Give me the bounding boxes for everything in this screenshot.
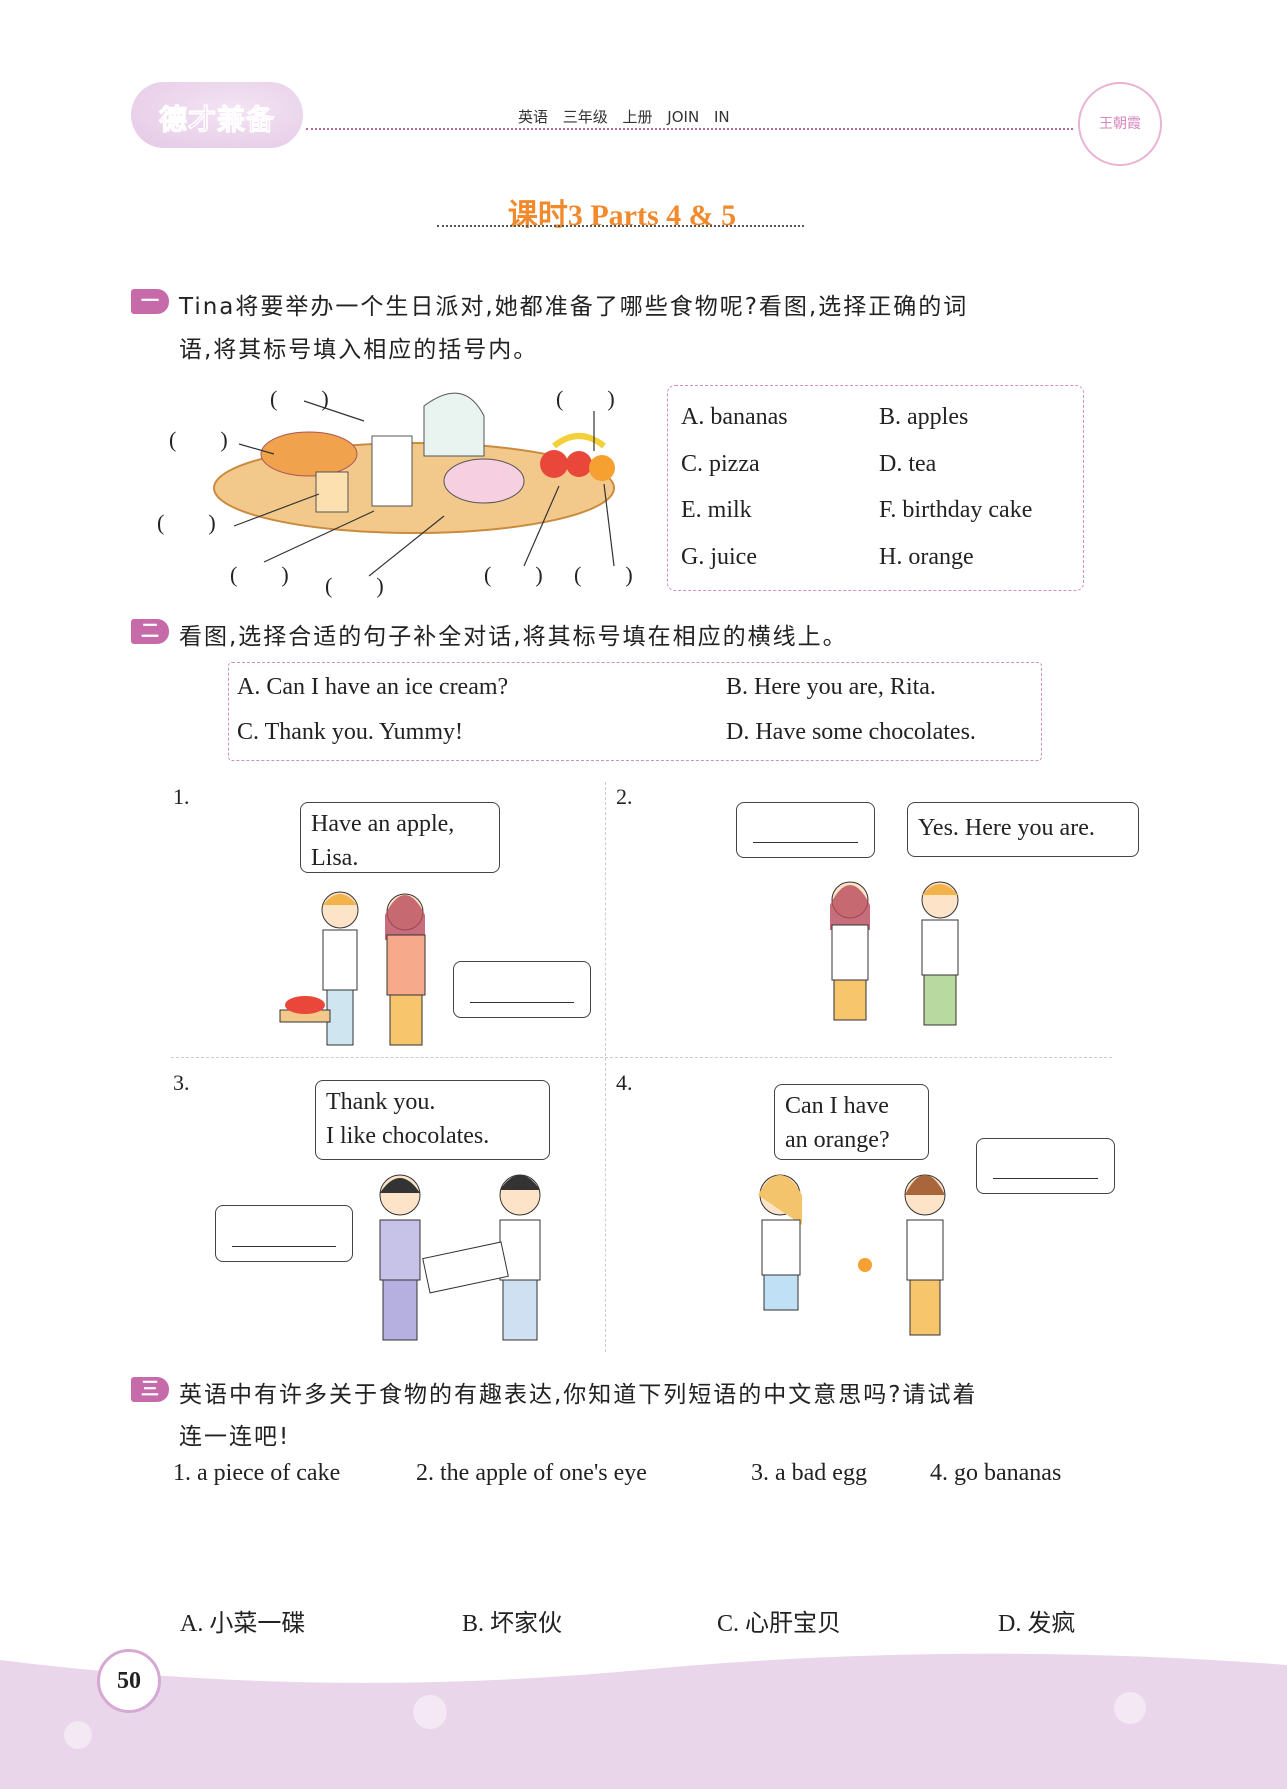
header-divider: [306, 128, 1073, 130]
sentence-option: B. Here you are, Rita.: [726, 674, 936, 700]
section-badge-3: 三: [131, 1377, 169, 1402]
brand-logo: 德才兼备: [131, 82, 303, 148]
footer-wave: [0, 1653, 1287, 1789]
meaning-item[interactable]: A. 小菜一碟: [180, 1611, 306, 1637]
teapot-shape: [423, 392, 485, 457]
word-option: A. bananas: [681, 404, 788, 430]
lesson-title: 课时3 Parts 4 & 5: [507, 199, 737, 232]
answer-blank-bubble[interactable]: [736, 802, 875, 858]
panel-number: 3.: [173, 1070, 190, 1095]
speech-bubble: Thank you. I like chocolates.: [315, 1080, 550, 1160]
header-subject: 英语 三年级 上册 JOIN IN: [510, 106, 738, 127]
panel-divider-horizontal: [171, 1057, 1112, 1058]
orange-shape: [589, 455, 615, 481]
answer-blank-bubble[interactable]: [215, 1205, 353, 1262]
bubble-line: Can I have: [785, 1093, 889, 1119]
section1-instruction-line1: Tina将要举办一个生日派对,她都准备了哪些食物呢?看图,选择正确的词: [179, 294, 969, 320]
phrase-item[interactable]: 1. a piece of cake: [173, 1460, 341, 1486]
bubble-line: Have an apple,: [311, 811, 455, 837]
page-number: 50: [97, 1649, 161, 1713]
answer-line[interactable]: [753, 842, 858, 843]
word-options-box: [667, 385, 1084, 591]
meaning-item[interactable]: C. 心肝宝贝: [717, 1611, 842, 1637]
children-illustration: [279, 891, 426, 1046]
answer-blank-bubble[interactable]: [453, 961, 591, 1018]
word-option: B. apples: [879, 404, 969, 430]
children-illustration: [758, 1174, 946, 1336]
sentence-option: A. Can I have an ice cream?: [237, 674, 509, 700]
panel-number: 4.: [616, 1070, 633, 1095]
bubble-line: an orange?: [785, 1127, 890, 1153]
answer-bracket[interactable]: ( ): [270, 386, 329, 411]
phrase-item[interactable]: 2. the apple of one's eye: [416, 1460, 647, 1486]
panel-number: 1.: [173, 784, 190, 809]
bubble-line: Thank you.: [326, 1089, 436, 1115]
section3-instruction-line2: 连一连吧!: [179, 1424, 291, 1450]
section-badge-1: 一: [131, 289, 169, 314]
phrase-item[interactable]: 3. a bad egg: [751, 1460, 867, 1486]
answer-bracket[interactable]: ( ): [484, 562, 543, 587]
meaning-item[interactable]: B. 坏家伙: [462, 1611, 563, 1637]
answer-bracket[interactable]: ( ): [325, 573, 384, 598]
word-option: F. birthday cake: [879, 497, 1033, 523]
answer-line[interactable]: [232, 1246, 336, 1247]
bubble-line: I like chocolates.: [326, 1123, 490, 1149]
seal-text: 王朝霞: [1099, 116, 1141, 132]
panel-number: 2.: [616, 784, 633, 809]
word-option: C. pizza: [681, 451, 760, 477]
section1-instruction-line2: 语,将其标号填入相应的括号内。: [179, 337, 539, 363]
bananas-shape: [552, 433, 606, 449]
answer-bracket[interactable]: ( ): [157, 510, 216, 535]
pizza-shape: [260, 431, 358, 477]
phrase-item[interactable]: 4. go bananas: [930, 1460, 1062, 1486]
answer-blank-bubble[interactable]: [976, 1138, 1115, 1194]
answer-bracket[interactable]: ( ): [574, 562, 633, 587]
section-badge-2: 二: [131, 619, 169, 644]
apple-shape: [566, 451, 592, 477]
word-option: G. juice: [681, 544, 757, 570]
sentence-option: C. Thank you. Yummy!: [237, 719, 463, 745]
answer-bracket[interactable]: ( ): [556, 386, 615, 411]
word-option: D. tea: [879, 451, 937, 477]
bubble-line: Lisa.: [311, 845, 359, 871]
section3-instruction-line1: 英语中有许多关于食物的有趣表达,你知道下列短语的中文意思吗?请试着: [179, 1382, 978, 1408]
sentence-option: D. Have some chocolates.: [726, 719, 976, 745]
speech-bubble: Have an apple, Lisa.: [300, 802, 500, 873]
children-illustration: [379, 1174, 541, 1341]
title-underline: [437, 225, 804, 227]
word-option: H. orange: [879, 544, 974, 570]
apple-shape: [540, 450, 568, 478]
answer-line[interactable]: [470, 1002, 574, 1003]
children-illustration: [830, 881, 959, 1026]
juice-box-shape: [315, 471, 349, 513]
logo-text: 德才兼备: [158, 103, 276, 137]
bubble-line: Yes. Here you are.: [918, 815, 1095, 841]
panel-divider-vertical: [605, 782, 606, 1352]
meaning-item[interactable]: D. 发疯: [998, 1611, 1076, 1637]
answer-line[interactable]: [993, 1178, 1098, 1179]
author-seal: 王朝霞: [1078, 82, 1162, 166]
answer-bracket[interactable]: ( ): [230, 562, 289, 587]
word-option: E. milk: [681, 497, 752, 523]
section2-instruction: 看图,选择合适的句子补全对话,将其标号填在相应的横线上。: [179, 624, 848, 650]
party-food-illustration: [213, 392, 615, 577]
milk-carton-shape: [371, 435, 413, 507]
sentence-options-box: [228, 662, 1042, 761]
birthday-cake-shape: [443, 458, 525, 504]
answer-bracket[interactable]: ( ): [169, 427, 228, 452]
speech-bubble: Can I have an orange?: [774, 1084, 929, 1160]
speech-bubble: Yes. Here you are.: [907, 802, 1139, 857]
